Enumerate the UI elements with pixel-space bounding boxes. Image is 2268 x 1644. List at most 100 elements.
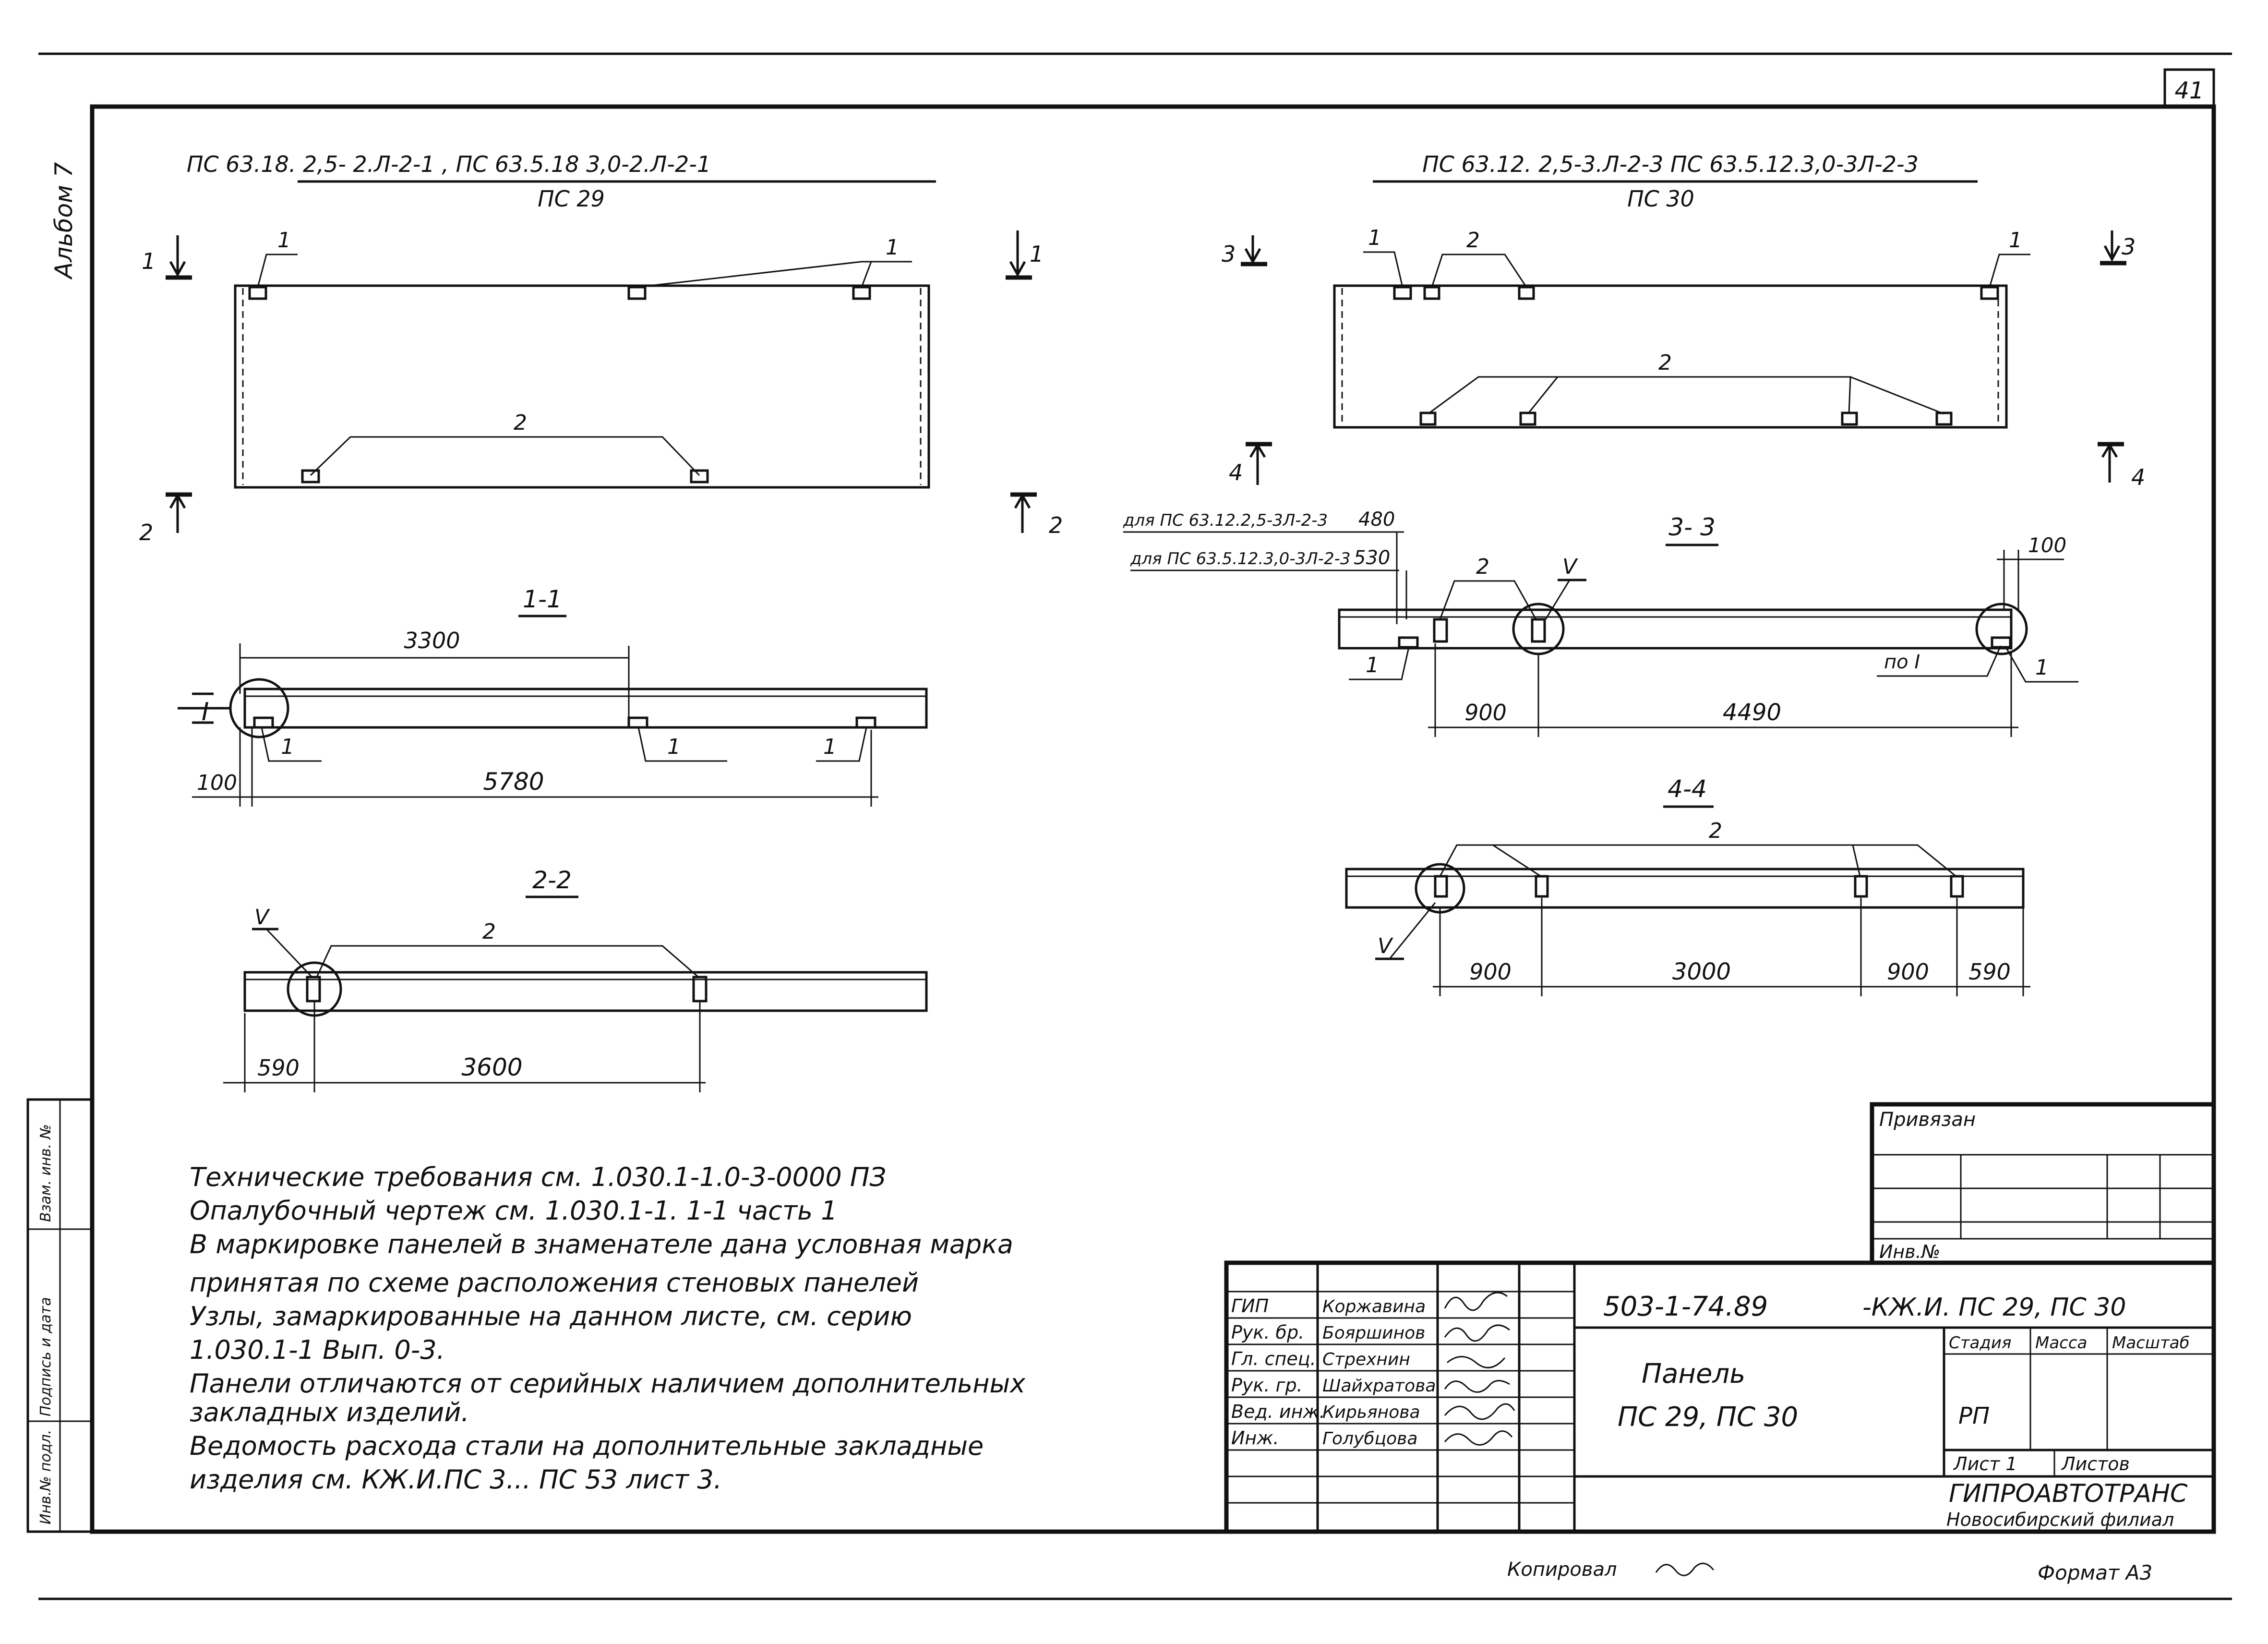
left-view-title: ПС 63.18. 2,5- 2.Л-2-1 , ПС 63.5.18 3,0-… (187, 151, 711, 177)
embedded-part (1398, 636, 1419, 649)
org-name: ГИПРОАВТОТРАНС (1949, 1479, 2188, 1508)
svg-text:I: I (202, 698, 209, 726)
embedded-part (1854, 875, 1868, 898)
left-view: ПС 63.18. 2,5- 2.Л-2-1 , ПС 63.5.18 3,0-… (139, 151, 1063, 545)
privyazan-label: Привязан (1879, 1109, 1976, 1131)
node-circle (1512, 603, 1565, 655)
cut-mark-3-right: 3 (2100, 230, 2136, 266)
side-stamp-replace: Взам. инв. № (37, 1124, 54, 1222)
side-stamp-sign: Подпись и дата (37, 1297, 54, 1417)
embedded-part (1433, 618, 1448, 643)
right-view: ПС 63.12. 2,5-3.Л-2-3 ПС 63.5.12.3,0-3Л-… (1222, 151, 2145, 490)
inv-no-label: Инв.№ (1879, 1241, 1940, 1262)
stage-value: РП (1958, 1402, 1990, 1429)
name-ruk-gr: Шайхратова (1322, 1376, 1436, 1396)
svg-text:2: 2 (1658, 351, 1672, 375)
svg-text:V: V (1562, 555, 1578, 579)
left-view-subtitle: ПС 29 (538, 186, 605, 212)
note-line: принятая по схеме расположения стеновых … (190, 1268, 919, 1298)
svg-text:3: 3 (1222, 241, 1236, 267)
svg-text:3- 3: 3- 3 (1668, 513, 1716, 541)
svg-text:1: 1 (142, 248, 156, 274)
embedded-part (301, 469, 320, 484)
svg-text:100: 100 (197, 771, 237, 795)
org-branch: Новосибирский филиал (1946, 1509, 2174, 1530)
document-suffix: -КЖ.И. ПС 29, ПС 30 (1862, 1293, 2126, 1322)
panel-section-2-2 (243, 971, 928, 1012)
section-4-4: 4-4 2 V 900 3000 900 590 (1345, 775, 2030, 996)
embedded-part (692, 976, 708, 1003)
note-line: изделия см. КЖ.И.ПС 3... ПС 53 лист 3. (190, 1464, 722, 1495)
node-circle (1415, 863, 1465, 914)
section-2-2: 2-2 V 2 590 3600 (223, 866, 928, 1092)
svg-text:V: V (254, 905, 270, 930)
svg-text:4-4: 4-4 (1668, 775, 1707, 803)
note-line: Панели отличаются от серийных наличием д… (190, 1368, 1026, 1399)
embedded-part (1980, 286, 1999, 300)
svg-text:1: 1 (2009, 228, 2022, 253)
svg-text:4: 4 (1229, 459, 1243, 485)
panel-ps29-elevation (234, 284, 930, 489)
mass-header: Масса (2035, 1333, 2087, 1353)
embedded-part (1935, 411, 1953, 426)
svg-text:900: 900 (1464, 700, 1507, 725)
svg-text:1: 1 (2035, 655, 2049, 680)
svg-text:530: 530 (1354, 547, 1390, 569)
panel-section-3-3 (1338, 608, 2013, 650)
svg-text:900: 900 (1469, 959, 1512, 985)
cut-mark-4-right: 4 (2098, 442, 2145, 490)
stage-header: Стадия (1949, 1333, 2011, 1353)
svg-text:2: 2 (139, 520, 153, 545)
side-stamp-inv: Инв.№ подл. (37, 1430, 54, 1524)
album-label: Альбом 7 (50, 162, 78, 280)
svg-text:3000: 3000 (1672, 958, 1731, 985)
note-line: 1.030.1-1 Вып. 0-3. (190, 1335, 445, 1365)
svg-text:3: 3 (2122, 234, 2136, 260)
role-ved-inzh: Вед. инж. (1231, 1401, 1325, 1422)
svg-text:3300: 3300 (404, 628, 460, 653)
signatures (1444, 1292, 1515, 1446)
embedded-part (248, 286, 267, 300)
svg-text:2-2: 2-2 (532, 866, 572, 894)
name-gip: Коржавина (1322, 1297, 1426, 1317)
document-code: 503-1-74.89 (1603, 1291, 1768, 1322)
name-inzh: Голубцова (1322, 1429, 1417, 1449)
svg-text:900: 900 (1887, 959, 1929, 985)
role-gip: ГИП (1231, 1295, 1269, 1317)
svg-text:2: 2 (1466, 228, 1480, 253)
sheet-label: Лист 1 (1953, 1453, 2017, 1475)
side-stamp: Инв.№ подл. Подпись и дата Взам. инв. № (26, 1098, 94, 1533)
product-name-line1: Панель (1642, 1358, 1745, 1390)
svg-text:1: 1 (667, 735, 681, 759)
name-gl-spec: Стрехнин (1322, 1350, 1410, 1369)
embedded-part (253, 716, 274, 729)
svg-text:590: 590 (257, 1055, 300, 1081)
embedded-part (306, 976, 321, 1003)
cut-mark-3-left: 3 (1222, 235, 1267, 267)
svg-text:2: 2 (482, 919, 496, 944)
embedded-part (852, 286, 871, 300)
svg-text:для ПС 63.5.12.3,0-3Л-2-3: для ПС 63.5.12.3,0-3Л-2-3 (1130, 549, 1351, 568)
role-ruk-br: Рук. бр. (1231, 1322, 1304, 1343)
svg-text:1: 1 (1366, 653, 1379, 677)
panel-ps30-elevation (1333, 284, 2008, 429)
page-number-box (2163, 68, 2215, 108)
svg-text:по I: по I (1884, 651, 1920, 673)
cut-mark-1-right: 1 (1006, 230, 1044, 280)
page-number: 41 (2174, 77, 2204, 104)
cut-mark-2-left: 2 (139, 492, 192, 545)
note-line: Узлы, замаркированные на данном листе, с… (190, 1301, 912, 1331)
svg-text:1-1: 1-1 (523, 585, 562, 613)
cut-mark-1-left: 1 (142, 235, 192, 280)
embedded-part (627, 286, 647, 300)
callout: 1 (277, 228, 291, 253)
svg-text:480: 480 (1358, 508, 1395, 531)
embedded-part (1535, 875, 1549, 898)
format-label: Формат А3 (2038, 1561, 2152, 1584)
right-view-title: ПС 63.12. 2,5-3.Л-2-3 ПС 63.5.12.3,0-3Л-… (1422, 151, 1919, 177)
embedded-part (1531, 618, 1546, 643)
note-line: В маркировке панелей в знаменателе дана … (190, 1229, 1013, 1259)
svg-text:1: 1 (1030, 241, 1044, 267)
svg-text:1: 1 (281, 735, 294, 759)
